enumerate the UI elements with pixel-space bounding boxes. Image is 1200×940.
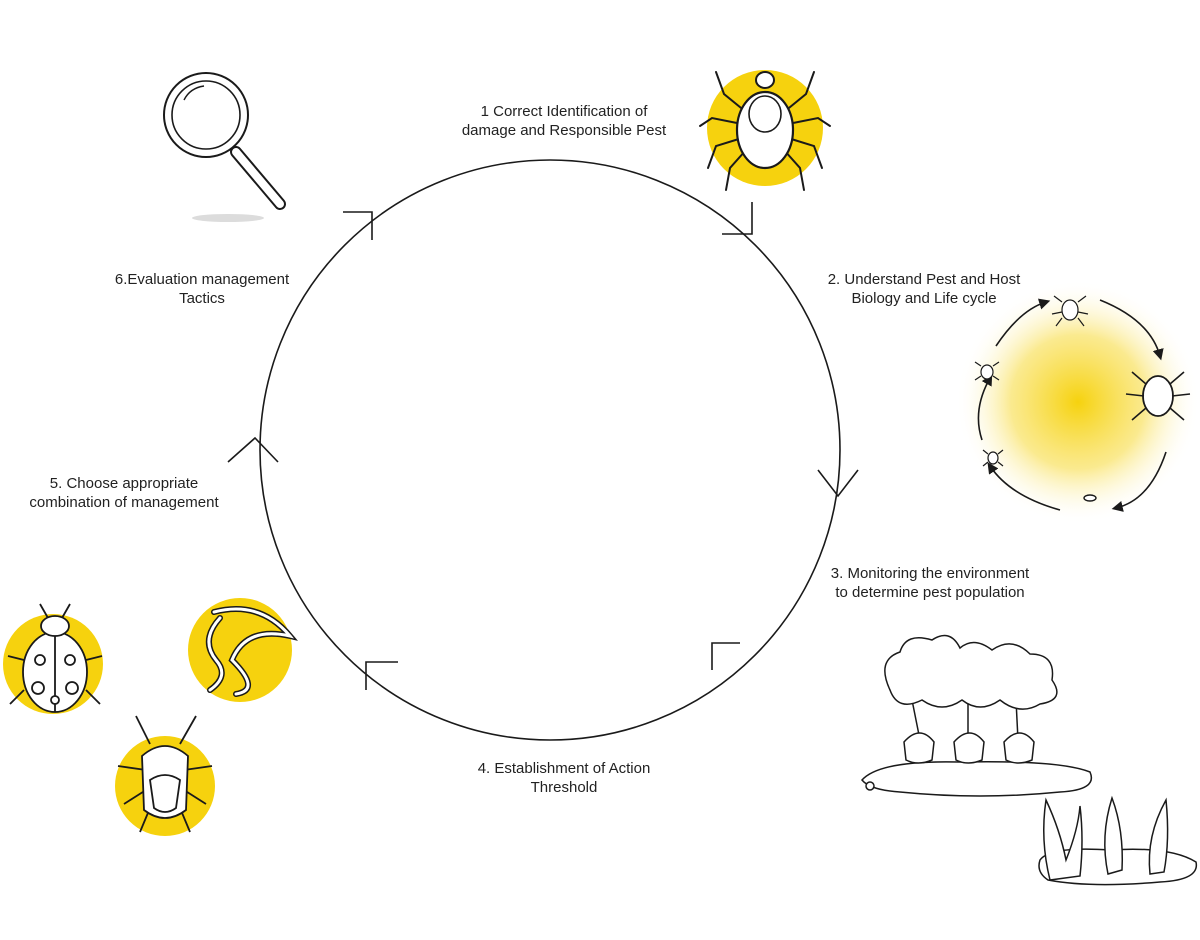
step-1-line-1: 1 Correct Identification of <box>480 103 648 120</box>
step-2-label: 2. Understand Pest and Host Biology and … <box>808 270 1040 308</box>
beneficial-organisms-icon <box>3 598 298 836</box>
step-5-line-2: combination of management <box>29 494 219 511</box>
arrow-step-5-to-6 <box>227 436 279 463</box>
step-1-label: 1 Correct Identification of damage and R… <box>448 102 680 140</box>
arrow-step-2-to-3 <box>817 469 859 498</box>
arrow-step-3-to-4 <box>711 642 740 670</box>
step-1-line-2: damage and Responsible Pest <box>461 122 667 139</box>
step-4-line-2: Threshold <box>530 779 598 796</box>
step-5-line-1: 5. Choose appropriate <box>49 475 199 492</box>
step-6-line-1: 6.Evaluation management <box>114 271 290 288</box>
step-5-label: 5. Choose appropriate combination of man… <box>6 474 242 512</box>
arrow-step-6-to-1 <box>343 211 373 240</box>
cycle-circle <box>259 159 841 741</box>
step-2-line-1: 2. Understand Pest and Host <box>827 271 1021 288</box>
cycle-arrows <box>227 202 859 690</box>
arrow-step-1-to-2 <box>722 202 753 235</box>
step-4-label: 4. Establishment of Action Threshold <box>448 759 680 797</box>
step-3-line-2: to determine pest population <box>835 584 1025 601</box>
step-6-label: 6.Evaluation management Tactics <box>86 270 318 308</box>
step-3-label: 3. Monitoring the environment to determi… <box>812 564 1048 602</box>
step-2-line-2: Biology and Life cycle <box>851 290 997 307</box>
step-6-line-2: Tactics <box>179 290 225 307</box>
step-4-line-1: 4. Establishment of Action <box>477 760 651 777</box>
step-3-line-1: 3. Monitoring the environment <box>830 565 1030 582</box>
magnifying-glass-icon <box>163 72 286 222</box>
tick-icon <box>699 70 831 191</box>
tick-life-cycle-icon <box>956 280 1200 524</box>
infested-crops-icon <box>861 634 1198 886</box>
arrow-step-4-to-5 <box>365 661 398 690</box>
